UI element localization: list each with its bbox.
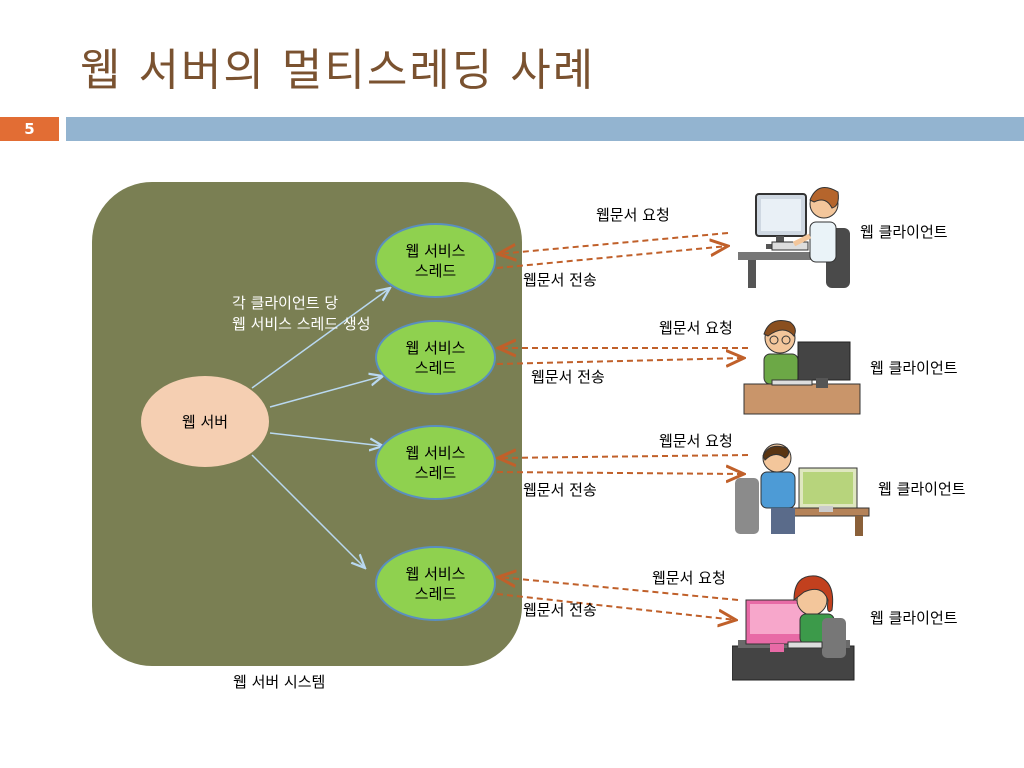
thread-arrow-3 [270, 433, 383, 446]
request-label-4: 웹문서 요청 [652, 567, 726, 588]
thread-note-line-1: 각 클라이언트 당 [232, 293, 371, 314]
request-label-2: 웹문서 요청 [659, 317, 733, 338]
thread-arrow-2 [270, 376, 383, 407]
thread-label-line2: 스레드 [406, 584, 466, 604]
client-label-2: 웹 클라이언트 [870, 357, 958, 378]
man-at-computer-icon [735, 440, 873, 536]
request-arrow-3 [498, 455, 748, 458]
thread-note-line-2: 웹 서비스 스레드 생성 [232, 314, 371, 335]
response-label-2: 웹문서 전송 [531, 366, 605, 387]
response-label-4: 웹문서 전송 [523, 599, 597, 620]
thread-label-line2: 스레드 [406, 358, 466, 378]
request-arrow-1 [498, 233, 728, 254]
thread-label-line1: 웹 서비스 [406, 443, 466, 463]
thread-label-line1: 웹 서비스 [406, 241, 466, 261]
thread-label-line2: 스레드 [406, 463, 466, 483]
response-label-3: 웹문서 전송 [523, 479, 597, 500]
woman-at-computer-icon [732, 570, 858, 682]
web-server-system-label: 웹 서버 시스템 [233, 671, 325, 692]
client-label-3: 웹 클라이언트 [878, 478, 966, 499]
thread-arrow-4 [252, 455, 365, 568]
response-arrow-1 [497, 246, 728, 268]
response-arrow-3 [497, 472, 744, 474]
response-arrow-2 [497, 358, 744, 364]
web-server-node: 웹 서버 [141, 376, 269, 467]
thread-label-line1: 웹 서비스 [406, 564, 466, 584]
thread-creation-note: 각 클라이언트 당 웹 서비스 스레드 생성 [232, 293, 371, 335]
request-label-3: 웹문서 요청 [659, 430, 733, 451]
client-label-1: 웹 클라이언트 [860, 221, 948, 242]
thread-label-line1: 웹 서비스 [406, 338, 466, 358]
person-at-computer-icon [738, 178, 860, 288]
boy-at-computer-icon [740, 312, 865, 418]
request-label-1: 웹문서 요청 [596, 204, 670, 225]
client-label-4: 웹 클라이언트 [870, 607, 958, 628]
response-label-1: 웹문서 전송 [523, 269, 597, 290]
thread-label-line2: 스레드 [406, 261, 466, 281]
